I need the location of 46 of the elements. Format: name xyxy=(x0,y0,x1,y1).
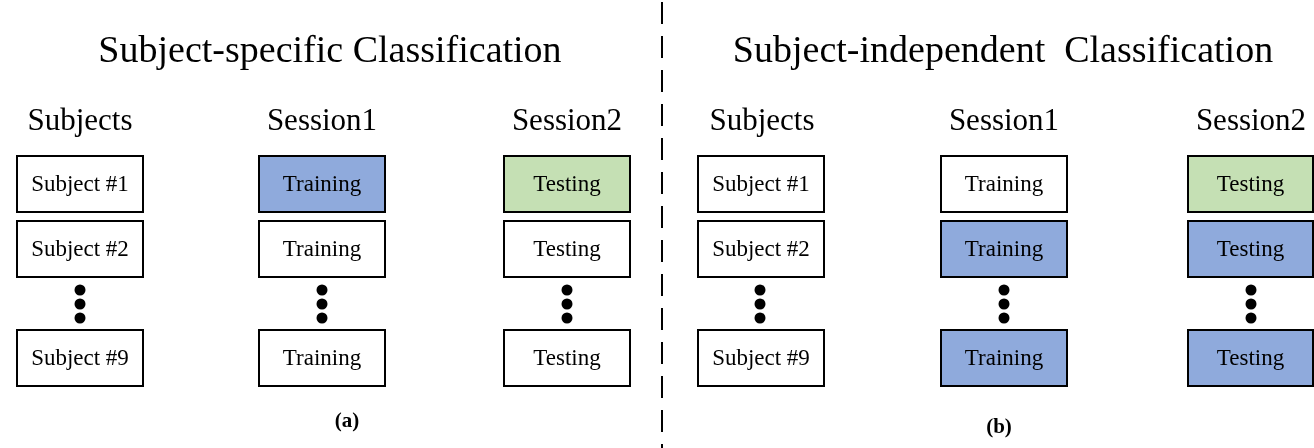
data-box xyxy=(258,220,386,278)
box-text: Training xyxy=(964,171,1044,197)
data-box xyxy=(16,220,144,278)
column-header: Session2 xyxy=(511,104,623,135)
data-box xyxy=(258,155,386,213)
box-text: Testing xyxy=(533,345,601,371)
column-header: Session1 xyxy=(266,104,378,135)
data-box xyxy=(1187,220,1314,278)
data-box xyxy=(697,155,825,213)
data-box xyxy=(1187,329,1314,387)
box-text: Training xyxy=(964,345,1044,371)
data-box xyxy=(503,220,631,278)
data-box xyxy=(940,329,1068,387)
data-box xyxy=(16,329,144,387)
data-box xyxy=(503,155,631,213)
panel-title: Subject-independent Classification xyxy=(732,30,1274,68)
panel-caption: (a) xyxy=(334,410,360,431)
column-header: Session2 xyxy=(1195,104,1307,135)
box-text: Subject #2 xyxy=(31,236,129,262)
box-text: Training xyxy=(964,236,1044,262)
panel-title: Subject-specific Classification xyxy=(98,30,562,68)
data-box xyxy=(697,329,825,387)
box-text: Training xyxy=(282,236,362,262)
box-text: Subject #9 xyxy=(31,345,129,371)
panel-caption: (b) xyxy=(986,416,1012,437)
box-text: Testing xyxy=(533,171,601,197)
data-box xyxy=(1187,155,1314,213)
column-header: Session1 xyxy=(948,104,1060,135)
box-text: Testing xyxy=(1216,345,1285,371)
box-text: Subject #1 xyxy=(31,171,129,197)
box-text: Training xyxy=(282,345,362,371)
box-text: Subject #9 xyxy=(712,345,810,371)
data-box xyxy=(503,329,631,387)
box-text: Training xyxy=(282,171,362,197)
box-text: Testing xyxy=(1216,236,1285,262)
box-text: Testing xyxy=(533,236,601,262)
box-text: Subject #1 xyxy=(712,171,810,197)
column-header: Subjects xyxy=(709,104,815,135)
data-box xyxy=(940,155,1068,213)
data-box xyxy=(940,220,1068,278)
box-text: Subject #2 xyxy=(712,236,810,262)
column-header: Subjects xyxy=(27,104,133,135)
box-text: Testing xyxy=(1216,171,1285,197)
data-box xyxy=(258,329,386,387)
data-box xyxy=(697,220,825,278)
data-box xyxy=(16,155,144,213)
